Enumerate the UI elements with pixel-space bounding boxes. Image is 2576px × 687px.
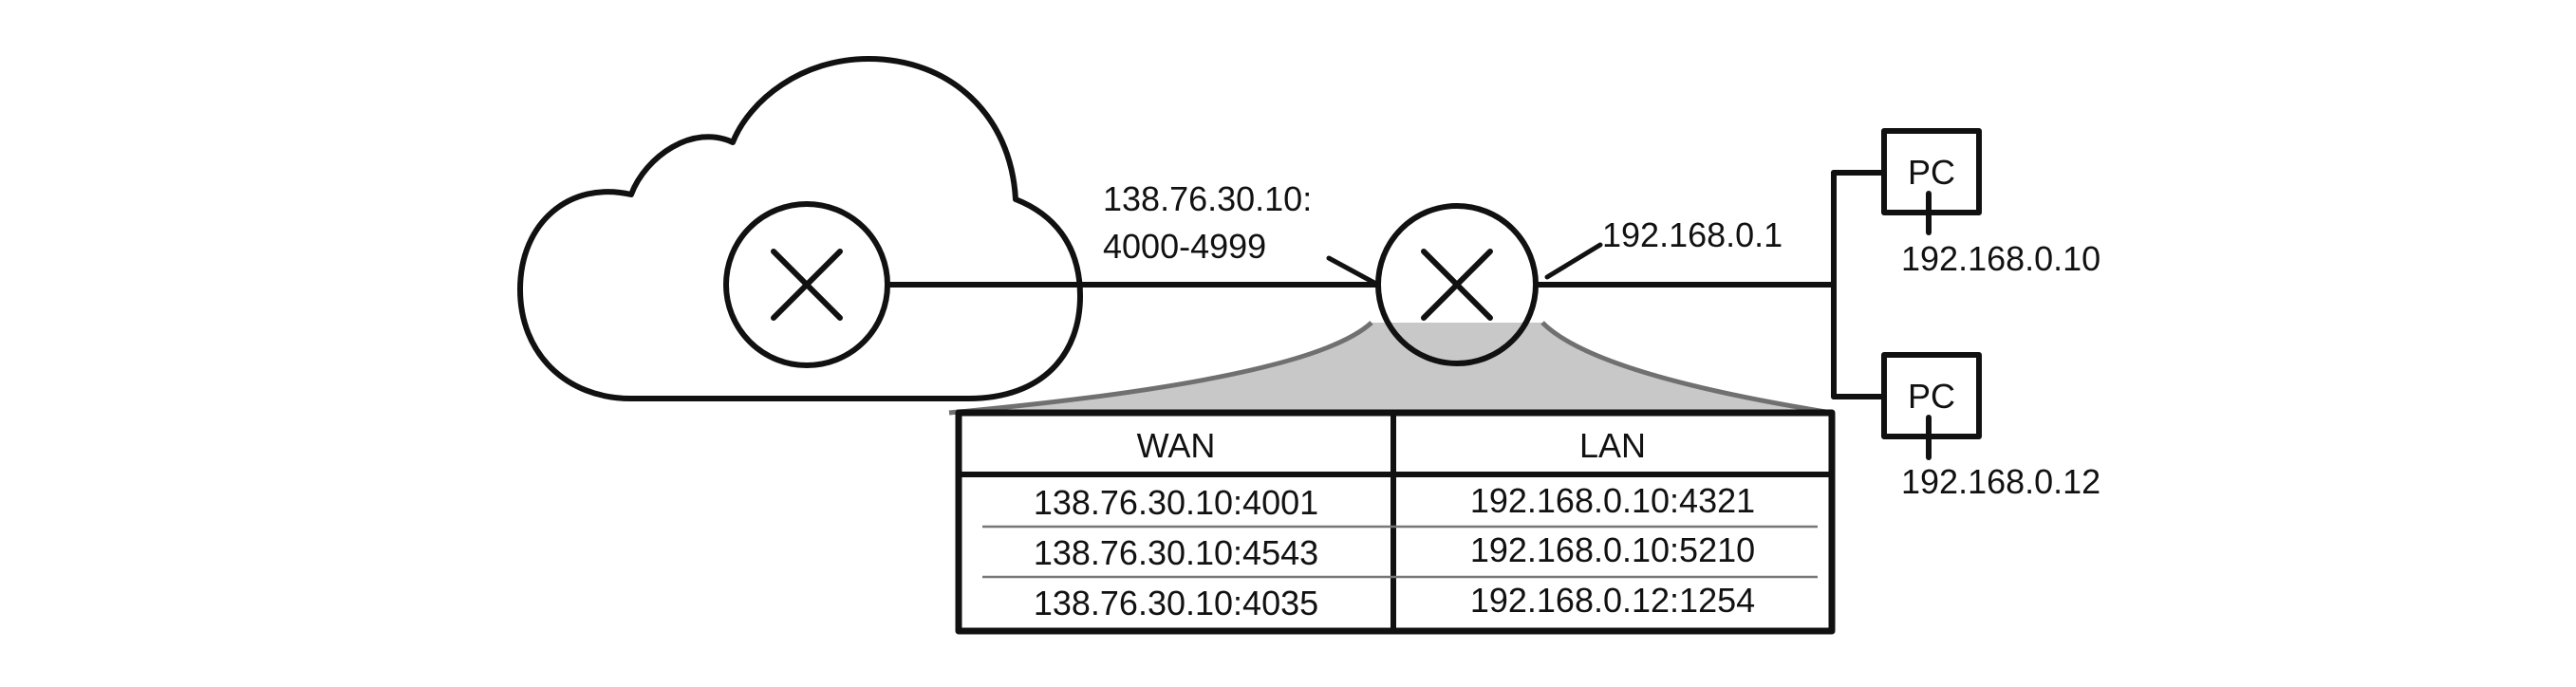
internet-router-icon <box>723 201 890 368</box>
router-wan-ip: 138.76.30.10: <box>1103 179 1312 218</box>
table-callout-edge-left <box>948 321 1373 416</box>
nat-row-2-lan: 192.168.0.10:5210 <box>1470 530 1755 569</box>
internet-cloud <box>517 56 1083 401</box>
router-lan-ip: 192.168.0.1 <box>1602 215 1783 254</box>
nat-row-2-wan: 138.76.30.10:4543 <box>1034 533 1318 572</box>
nat-table: WAN LAN 138.76.30.10:4001 192.168.0.10:4… <box>955 409 1836 635</box>
table-callout-fan <box>949 323 1832 413</box>
pc-2: PC 192.168.0.12 <box>1881 352 2100 501</box>
nat-row-1-lan: 192.168.0.10:4321 <box>1470 481 1755 520</box>
lan-label-pointer <box>1544 242 1603 280</box>
pc-1-label: PC <box>1908 153 1955 192</box>
nat-row-3-lan: 192.168.0.12:1254 <box>1470 581 1755 620</box>
nat-header-lan: LAN <box>1579 426 1646 465</box>
table-callout-edge-right <box>1540 321 1833 416</box>
nat-row-1-wan: 138.76.30.10:4001 <box>1034 483 1318 522</box>
router-wan-ports: 4000-4999 <box>1103 227 1266 266</box>
pc-1: PC 192.168.0.10 <box>1881 128 2100 278</box>
nat-header-wan: WAN <box>1137 426 1216 465</box>
nat-row-3-wan: 138.76.30.10:4035 <box>1034 584 1318 622</box>
wan-label-pointer <box>1326 255 1377 286</box>
pc-1-ip: 192.168.0.10 <box>1901 239 2100 278</box>
pc-2-ip: 192.168.0.12 <box>1901 462 2100 501</box>
pc-2-label: PC <box>1908 377 1955 416</box>
